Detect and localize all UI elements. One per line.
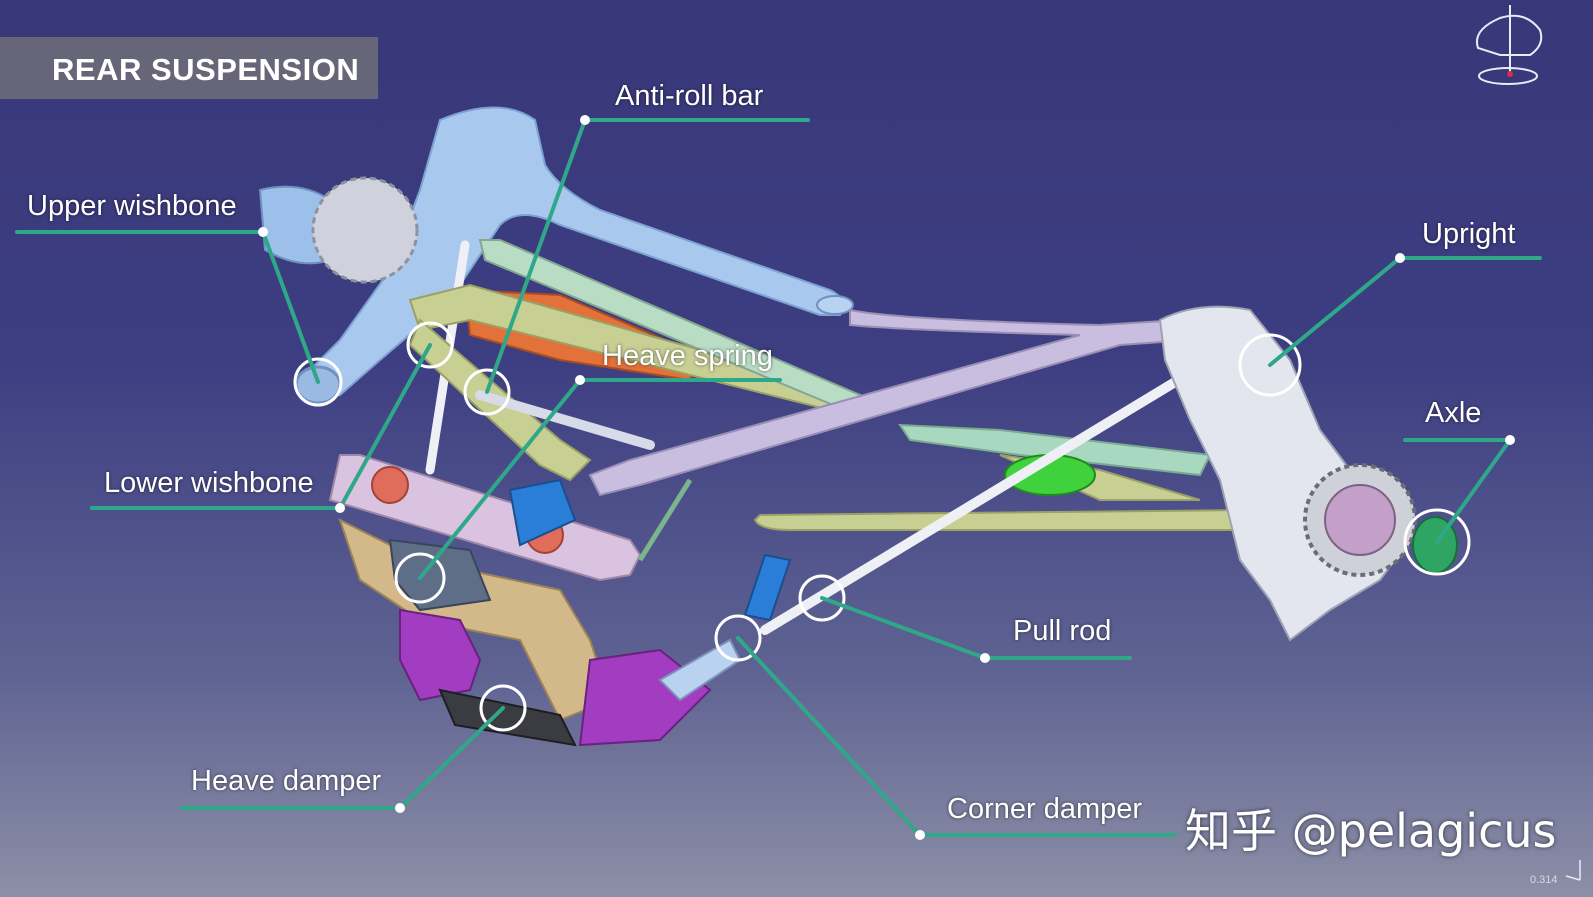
heave-damper-body	[438, 688, 577, 747]
label-anti-roll-bar: Anti-roll bar	[615, 80, 764, 112]
pushrod-inner	[475, 390, 655, 450]
leader-dots	[258, 115, 1515, 840]
third-damper	[508, 478, 577, 547]
label-lower-wishbone: Lower wishbone	[104, 467, 314, 499]
label-axle: Axle	[1425, 397, 1482, 429]
label-heave-damper: Heave damper	[191, 765, 382, 797]
compass-gizmo-icon	[1476, 5, 1543, 85]
upright	[1158, 305, 1458, 642]
pull-rod-white	[760, 365, 1200, 635]
upper-wishbone	[258, 106, 854, 405]
inboard-disc	[311, 176, 419, 284]
highlight-circles	[293, 321, 1471, 732]
diagram-title: REAR SUSPENSION	[52, 52, 360, 87]
label-corner-damper: Corner damper	[947, 793, 1143, 825]
label-upper-wishbone: Upper wishbone	[27, 190, 237, 222]
axis-triad-icon	[1565, 860, 1581, 881]
rocker-bolt-1	[371, 466, 409, 504]
actuator-block	[388, 538, 492, 612]
label-upright: Upright	[1422, 218, 1516, 250]
title-box	[0, 37, 378, 99]
damper-rod	[637, 478, 693, 562]
lower-wishbone-right	[753, 508, 1257, 531]
label-heave-spring: Heave spring	[602, 340, 773, 372]
scale-readout: 0.314	[1530, 874, 1558, 886]
bracket-left	[399, 608, 482, 702]
pull-rod-arm	[588, 308, 1192, 497]
corner-damper-body	[743, 553, 792, 622]
label-pull-rod: Pull rod	[1013, 615, 1112, 647]
watermark: 知乎 @pelagicus	[1185, 804, 1557, 858]
